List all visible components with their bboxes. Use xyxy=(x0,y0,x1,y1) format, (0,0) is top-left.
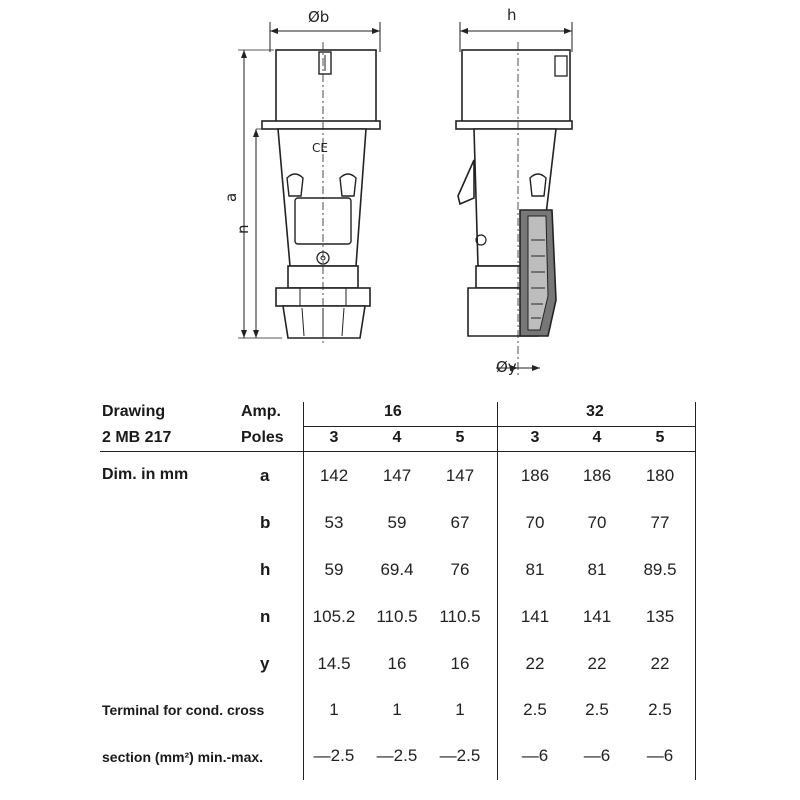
side-view xyxy=(455,22,573,378)
poles-value: 4 xyxy=(392,429,402,446)
terminal-label-line-2: section (mm²) min.-max. xyxy=(102,749,264,765)
dim-value-h: 81 xyxy=(525,560,545,579)
dim-value-n: 141 xyxy=(520,607,550,626)
poles-value: 5 xyxy=(655,429,665,446)
dim-n-label: n xyxy=(234,224,252,234)
dim-value-y: 22 xyxy=(650,654,670,673)
terminal-max-value: —2.5 xyxy=(439,746,481,765)
dim-value-y: 22 xyxy=(587,654,607,673)
poles-value: 3 xyxy=(530,429,540,446)
poles-value: 4 xyxy=(592,429,602,446)
dim-y-label: Øy xyxy=(496,358,517,376)
dim-value-n: 141 xyxy=(582,607,612,626)
terminal-max-value: —2.5 xyxy=(313,746,355,765)
terminal-label-line-1: Terminal for cond. cross xyxy=(102,702,265,718)
dim-value-n: 110.5 xyxy=(376,607,418,626)
dim-key-y: y xyxy=(260,654,270,673)
amp-label: Amp. xyxy=(241,403,281,420)
dim-value-a: 147 xyxy=(382,466,412,485)
dim-value-h: 69.4 xyxy=(380,560,414,579)
dim-value-y: 16 xyxy=(387,654,407,673)
terminal-min-value: 2.5 xyxy=(648,700,672,719)
poles-label: Poles xyxy=(241,429,284,446)
dim-value-h: 89.5 xyxy=(643,560,677,579)
dim-h-label: h xyxy=(507,6,517,24)
dim-label: Dim. in mm xyxy=(102,466,189,483)
front-view xyxy=(238,22,381,345)
dim-value-a: 186 xyxy=(582,466,612,485)
drawing-label: Drawing xyxy=(102,403,166,420)
terminal-min-value: 2.5 xyxy=(585,700,609,719)
table-divider-vertical-1 xyxy=(303,402,304,780)
dim-a-label: a xyxy=(222,193,240,202)
dim-value-n: 105.2 xyxy=(312,607,356,626)
ce-mark: CE xyxy=(312,141,328,155)
terminal-max-value: —6 xyxy=(583,746,611,765)
dim-value-h: 76 xyxy=(450,560,470,579)
amp-value-32: 32 xyxy=(586,403,604,420)
dim-value-b: 67 xyxy=(450,513,470,532)
dim-value-b: 59 xyxy=(387,513,407,532)
table-divider-vertical-2 xyxy=(497,402,498,780)
amp-value-16: 16 xyxy=(384,403,402,420)
terminal-min-value: 1 xyxy=(392,700,402,719)
drawing-code: 2 MB 217 xyxy=(102,429,172,446)
plug-technical-drawing: Øb a n CE xyxy=(222,6,573,378)
terminal-min-value: 2.5 xyxy=(523,700,547,719)
dim-value-h: 81 xyxy=(587,560,607,579)
dim-value-h: 59 xyxy=(324,560,344,579)
dim-value-a: 142 xyxy=(319,466,349,485)
dim-value-b: 70 xyxy=(525,513,545,532)
terminal-min-value: 1 xyxy=(329,700,339,719)
dim-value-y: 14.5 xyxy=(317,654,351,673)
dim-value-b: 70 xyxy=(587,513,607,532)
poles-value: 3 xyxy=(329,429,339,446)
dim-value-b: 77 xyxy=(650,513,670,532)
dim-value-b: 53 xyxy=(324,513,344,532)
dim-value-y: 16 xyxy=(450,654,470,673)
poles-value: 5 xyxy=(455,429,465,446)
dim-key-h: h xyxy=(260,560,271,579)
dim-b-label: Øb xyxy=(308,8,329,26)
table-divider-vertical-3 xyxy=(695,402,696,780)
terminal-min-value: 1 xyxy=(455,700,465,719)
dim-value-n: 110.5 xyxy=(439,607,481,626)
table-divider-amp xyxy=(303,426,696,427)
dim-value-a: 147 xyxy=(445,466,475,485)
dim-value-y: 22 xyxy=(525,654,545,673)
table-divider-poles xyxy=(100,451,696,452)
dim-key-a: a xyxy=(260,466,270,485)
terminal-max-value: —6 xyxy=(646,746,674,765)
terminal-max-value: —6 xyxy=(521,746,549,765)
dim-value-a: 186 xyxy=(520,466,550,485)
dim-key-n: n xyxy=(260,607,271,626)
dim-value-n: 135 xyxy=(645,607,675,626)
dim-value-a: 180 xyxy=(645,466,675,485)
terminal-max-value: —2.5 xyxy=(376,746,418,765)
dim-key-b: b xyxy=(260,513,271,532)
